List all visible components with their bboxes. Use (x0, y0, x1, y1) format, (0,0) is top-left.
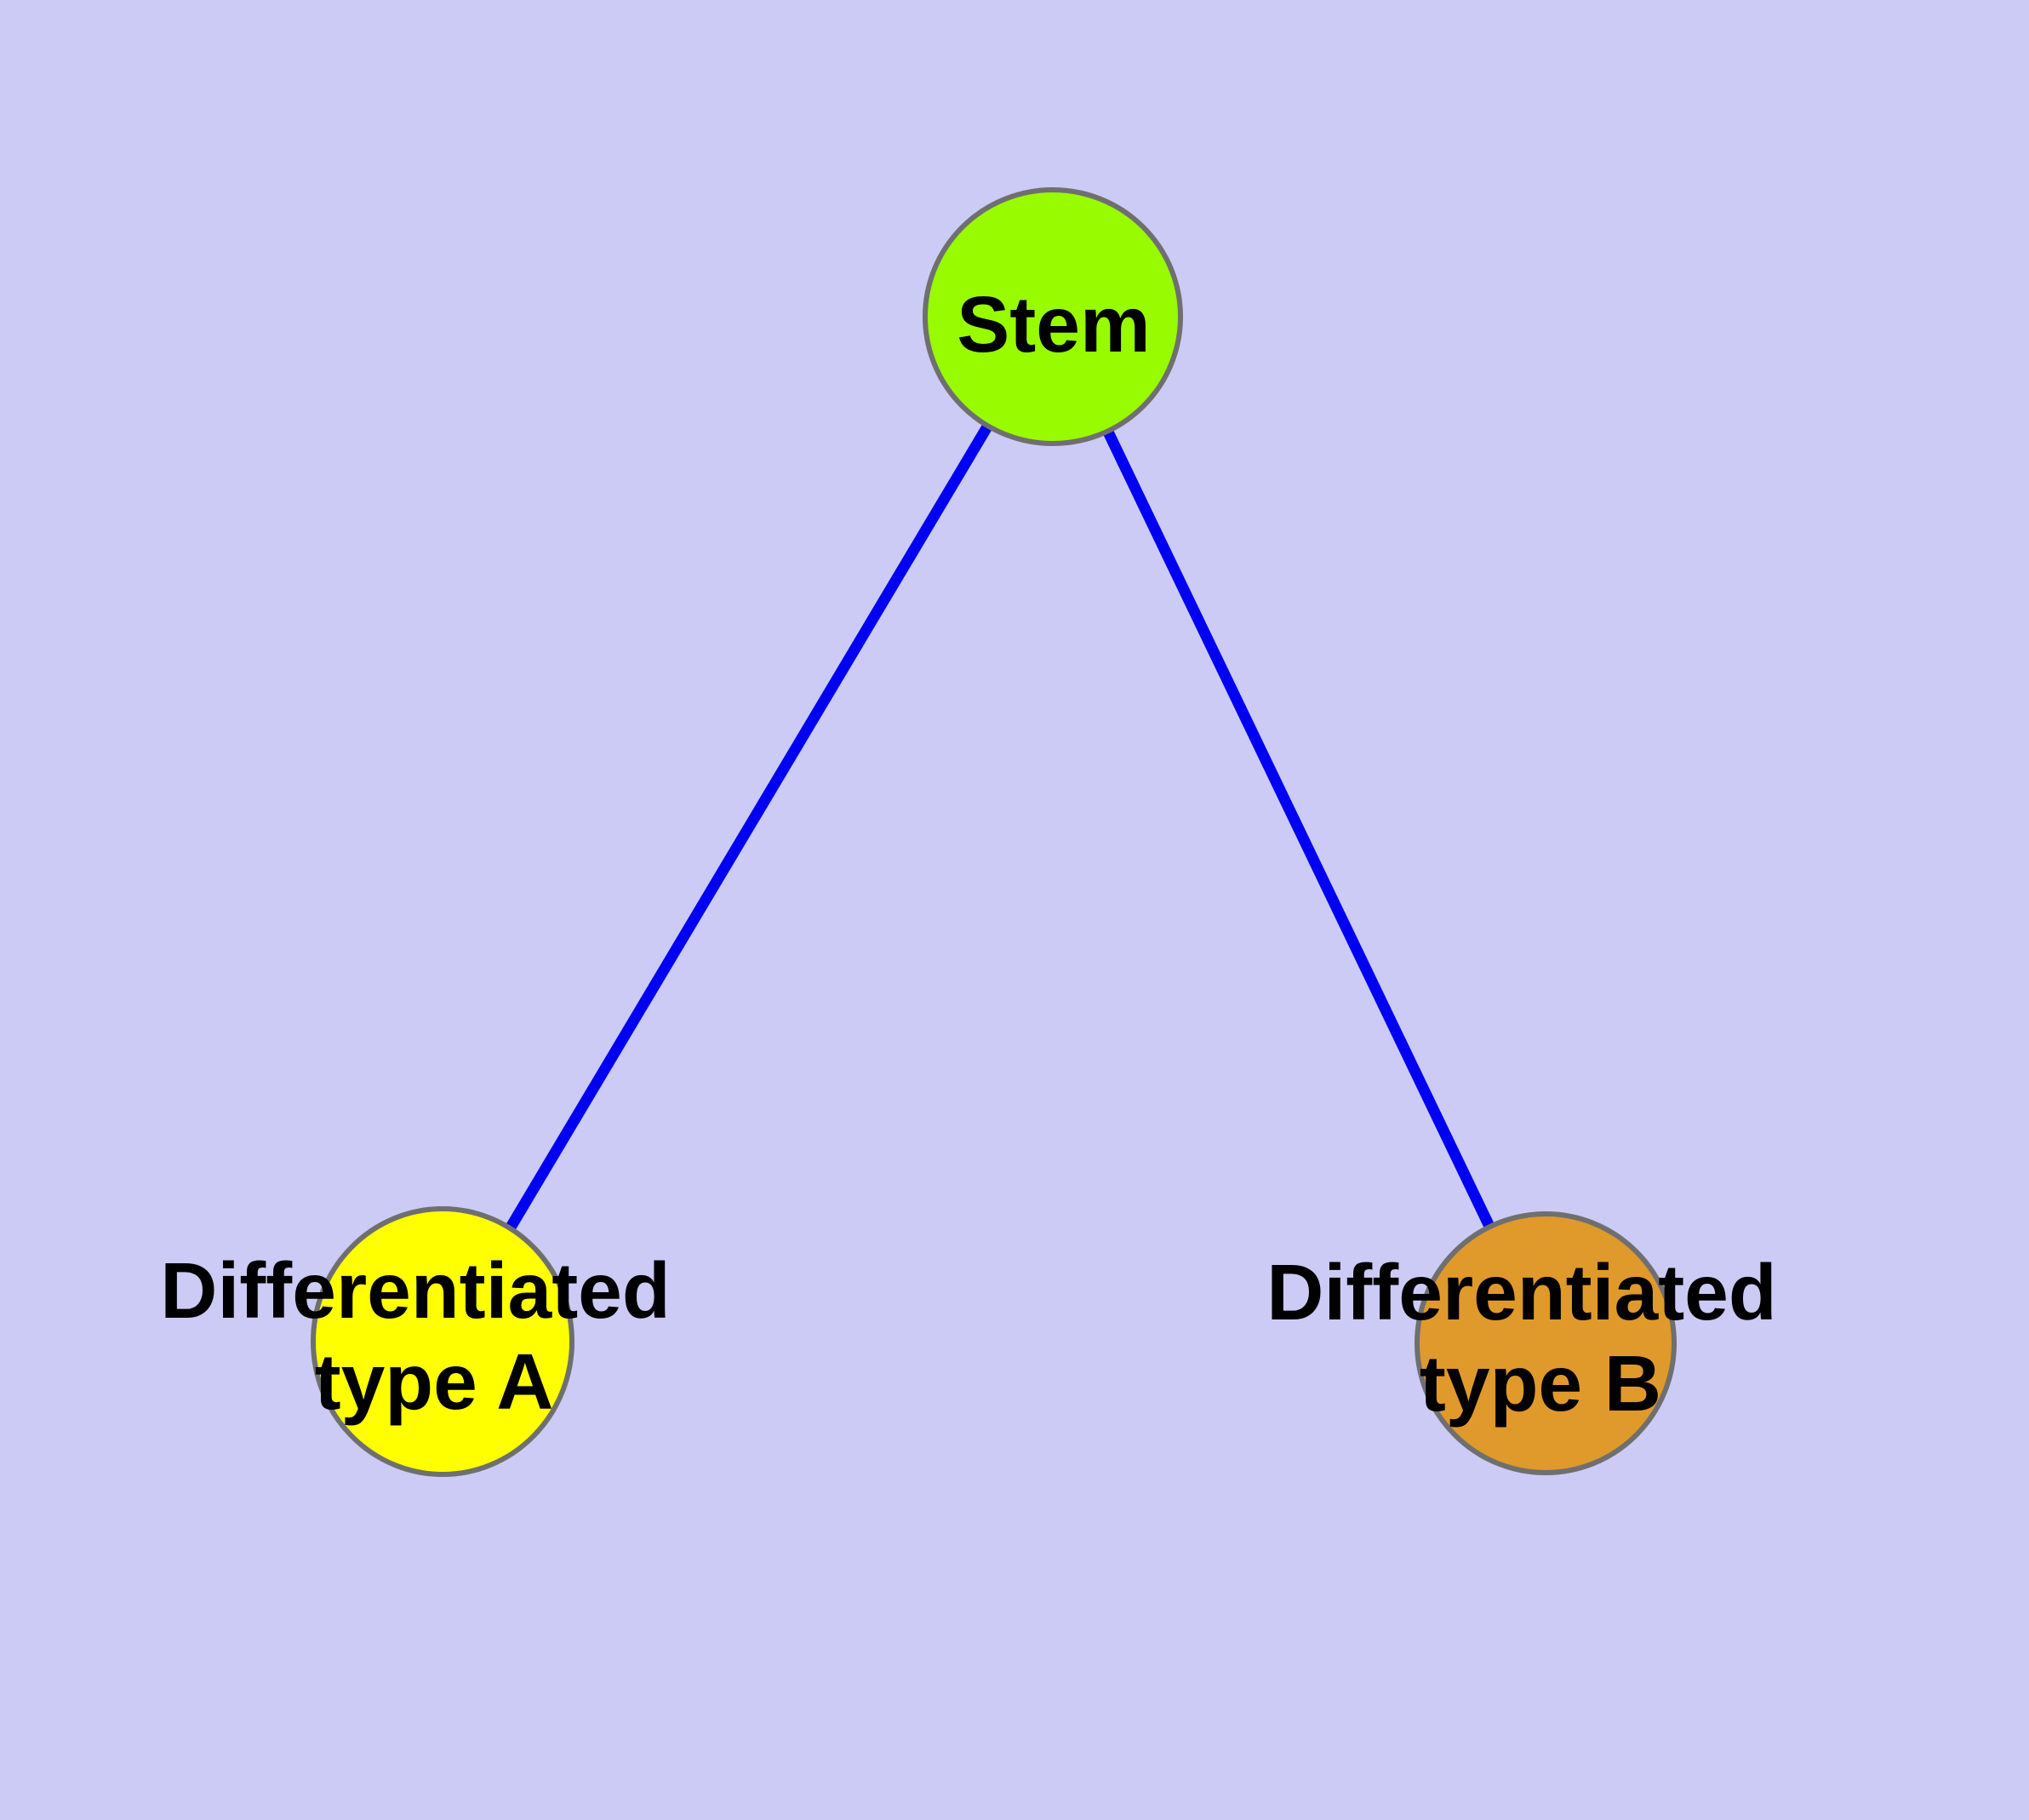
edge-stem-to-type-b (1048, 314, 1551, 1346)
node-type-a-label-line-2: type A (315, 1337, 554, 1426)
node-stem-label: Stem (957, 280, 1150, 369)
edge-layer (437, 313, 1551, 1346)
node-type-b-label-line-2: type B (1420, 1339, 1661, 1428)
edge-stem-to-type-a (437, 313, 1058, 1345)
label-layer: Stem Differentiated type A Differentiate… (160, 280, 1776, 1428)
node-differentiated-type-b-shape (1415, 1211, 1677, 1475)
node-differentiated-type-a-shape (311, 1206, 574, 1477)
node-layer (311, 187, 1677, 1477)
node-type-b-label-line-1: Differentiated (1266, 1248, 1776, 1336)
node-stem-shape (923, 187, 1183, 446)
node-type-a-label-line-1: Differentiated (160, 1246, 670, 1335)
